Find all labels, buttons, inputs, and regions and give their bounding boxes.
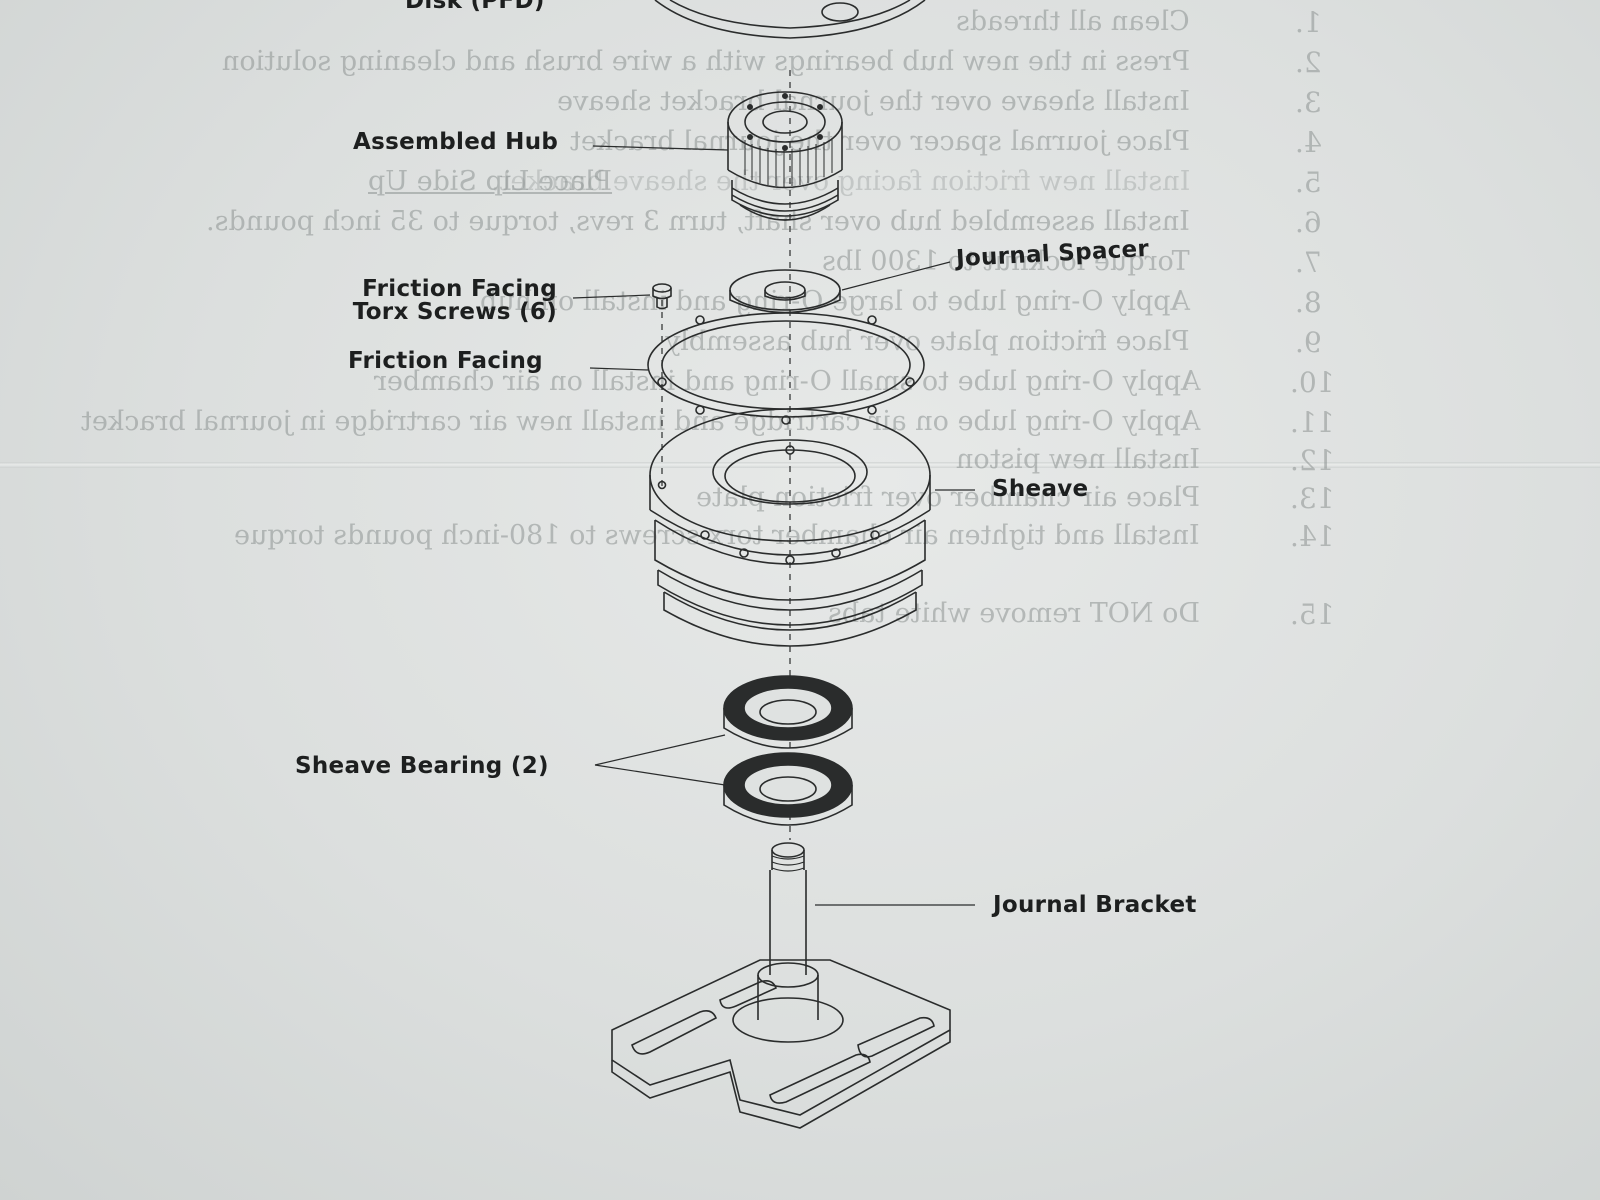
label-disk-pfd: Disk (PFD)	[405, 0, 545, 14]
label-sheave: Sheave	[992, 476, 1089, 502]
disk-part	[654, 0, 926, 39]
label-torx-line-1: Friction Facing	[362, 276, 557, 302]
label-torx-line-2: Torx Screws (6)	[352, 299, 557, 325]
fold-crease	[0, 462, 1600, 468]
label-assembled-hub: Assembled Hub	[353, 129, 559, 155]
assembled-hub-part	[727, 91, 843, 221]
friction-facing-part	[647, 312, 925, 425]
label-friction-facing: Friction Facing	[348, 348, 543, 374]
leader-assembled-hub	[592, 145, 729, 151]
label-journal-bracket: Journal Bracket	[993, 892, 1197, 918]
leader-lines	[572, 145, 975, 906]
leader-bearing-lower	[594, 764, 726, 786]
label-friction-facing-torx-screws: Friction Facing Torx Screws (6)	[343, 278, 557, 324]
sheave-bearing-lower	[723, 752, 853, 826]
leader-bearing-upper	[594, 734, 726, 766]
leader-torx-screws	[572, 294, 651, 299]
journal-bracket-part	[611, 842, 951, 1129]
journal-spacer-part	[729, 269, 841, 314]
leader-friction-facing	[589, 367, 649, 371]
label-sheave-bearing: Sheave Bearing (2)	[295, 753, 549, 779]
leader-journal-spacer	[841, 261, 951, 291]
sheave-bearing-upper	[723, 675, 853, 749]
torx-screw-part	[652, 283, 672, 310]
sheave-part	[649, 408, 931, 647]
